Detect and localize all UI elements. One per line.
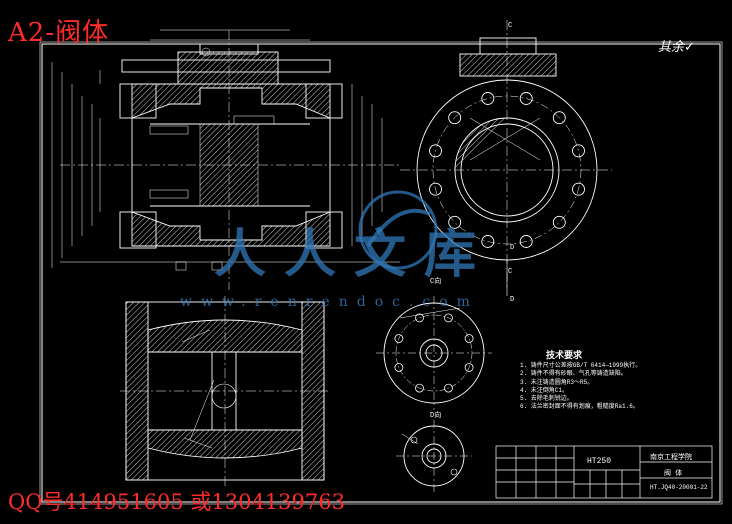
bolt-hole [415,313,424,323]
tech-requirements-list: 1. 铸件尺寸公差按GB/T 6414—1999执行。 2. 铸件不得有砂眼、气… [520,362,641,412]
bolt-hole [572,182,585,196]
bolt-hole [448,111,462,125]
tech-requirements-title: 技术要求 [546,351,583,361]
bolt-hole [448,215,462,229]
bolt-hole [464,363,474,372]
bolt-hole [481,235,495,248]
roughness-note-label: 其余 [658,40,685,55]
section-label: D [510,296,515,304]
bolt-hole [481,92,495,105]
tech-requirement-item: 3. 未注铸造圆角R3～R5。 [520,378,594,386]
flange-end-view [400,20,612,296]
bolt-hole [429,182,442,196]
bolt-hole [394,334,404,343]
bolt-hole [552,215,566,229]
drawing-title: A2-阀体 [8,18,110,48]
section-label: C [508,22,513,30]
lower-section-view [120,296,330,486]
bolt-hole [444,383,453,393]
title-block-company: 南京工程学院 [650,454,692,462]
bolt-hole [552,111,566,125]
section-label: D向 [430,412,442,420]
title-block-part-name: 阀 体 [664,470,683,478]
contact-info: QQ号414951605 或1304139763 [8,490,345,514]
tech-requirement-item: 6. 法兰密封面不得有划痕，粗糙度Ra1.6。 [520,403,639,411]
section-label: C [508,268,513,276]
flange-bolt-holes [429,92,585,248]
watermark-logo [358,190,438,270]
title-block-material: HT250 [587,457,612,466]
tech-requirement-item: 4. 未注倒角C1。 [520,386,569,394]
drawing-border [41,43,721,503]
front-section-view [51,29,400,290]
tech-requirement-item: 1. 铸件尺寸公差按GB/T 6414—1999执行。 [520,362,642,369]
bolt-hole [394,363,404,372]
tech-requirement-item: 5. 去除毛刺锐边。 [520,395,573,403]
bolt-hole [519,235,533,248]
tech-requirement-item: 2. 铸件不得有砂眼、气孔等铸造缺陷。 [520,370,627,378]
title-block [495,445,713,499]
bolt-hole [444,313,453,323]
bolt-hole [429,144,442,158]
watermark-text: 人人文库 [214,224,495,285]
bolt-hole [519,92,533,105]
section-label: C向 [430,278,442,286]
view-d [396,420,472,492]
bolt-hole [572,144,585,158]
bolt-hole [464,334,474,343]
section-label: D [510,244,515,252]
view-c [376,296,492,410]
watermark-url: www.renrendoc.com [180,294,479,310]
title-block-drawing-code: HT.JQ40-20001-22 [650,484,708,491]
roughness-note: 其余✓ [658,40,695,55]
bolt-hole [415,383,424,393]
